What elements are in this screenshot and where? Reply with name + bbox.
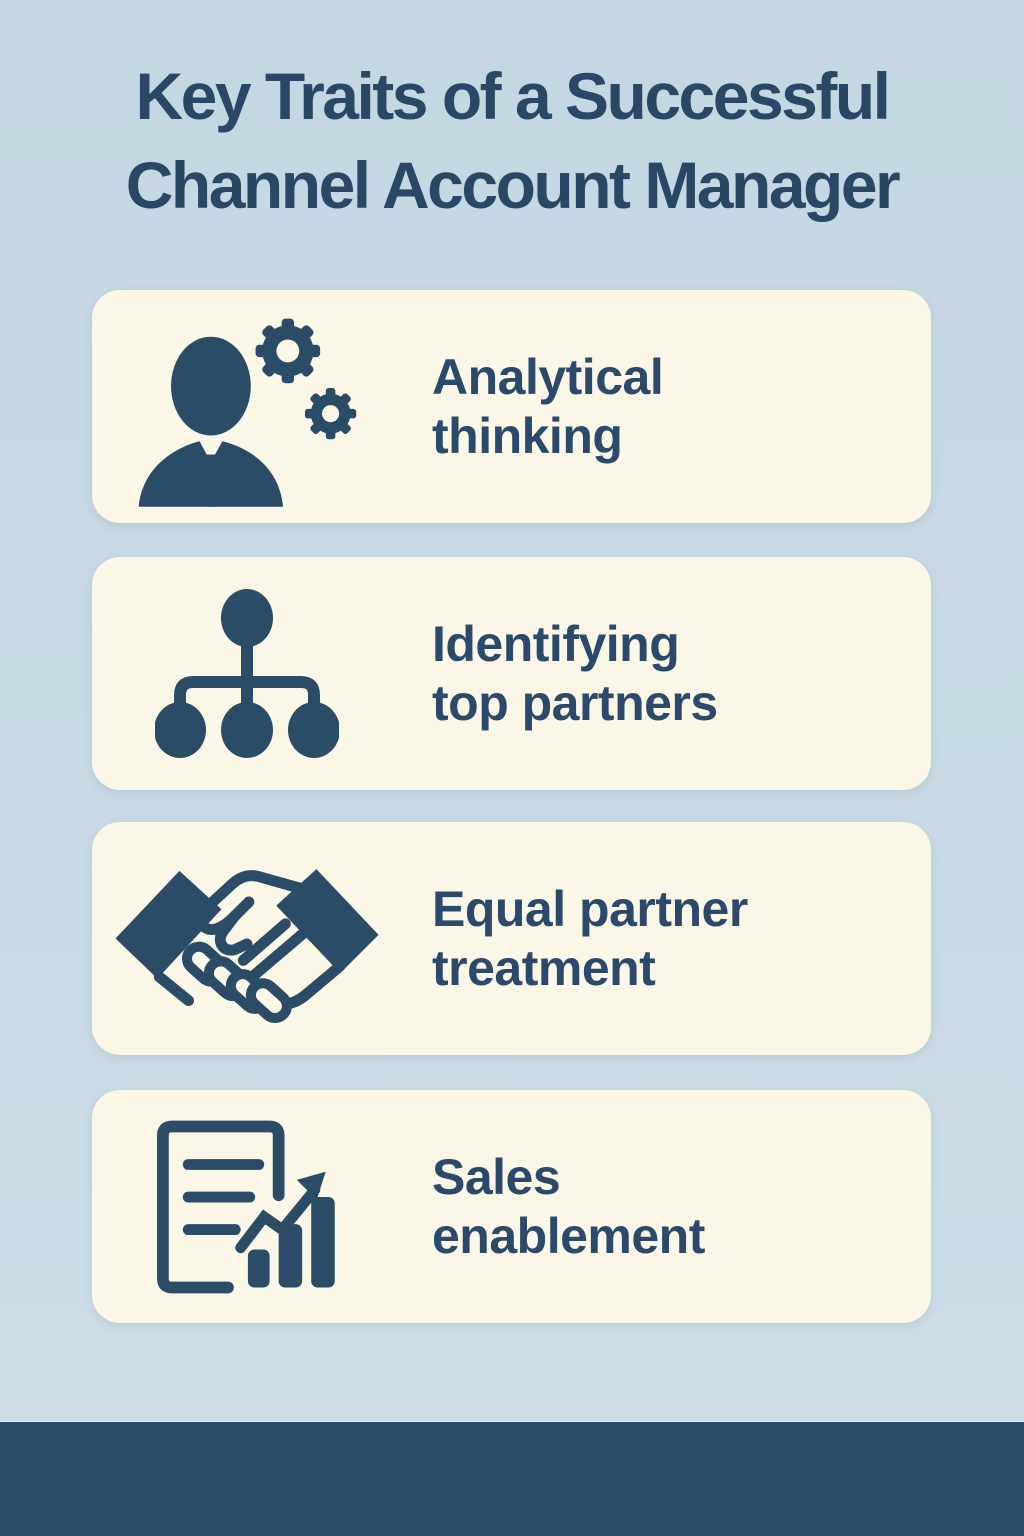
sales-report-icon <box>157 1120 335 1293</box>
card-label-line-2: top partners <box>432 674 718 731</box>
person-gears-icon <box>138 318 357 507</box>
card-label-line-2: thinking <box>432 407 623 464</box>
card-icon-area <box>92 557 402 790</box>
trait-card-sales-enablement: Sales enablement <box>92 1090 931 1323</box>
page-title-line-2: Channel Account Manager <box>125 148 901 222</box>
footer-band <box>0 1422 1024 1536</box>
card-label-line-1: Identifying <box>432 615 680 672</box>
card-icon-area <box>92 290 402 523</box>
card-label-line-2: enablement <box>432 1207 705 1264</box>
card-label: Identifying top partners <box>432 615 718 733</box>
handshake-icon <box>115 869 379 1024</box>
card-icon-area <box>92 822 402 1055</box>
trait-card-analytical-thinking: Analytical thinking <box>92 290 931 523</box>
card-label-line-1: Equal partner <box>432 880 748 937</box>
card-icon-area <box>92 1090 402 1323</box>
trait-card-identifying-top-partners: Identifying top partners <box>92 557 931 790</box>
hierarchy-icon <box>155 588 339 758</box>
trait-card-equal-partner-treatment: Equal partner treatment <box>92 822 931 1055</box>
page-title-line-1: Key Traits of a Successful <box>135 59 891 133</box>
card-label-line-2: treatment <box>432 939 656 996</box>
card-label: Sales enablement <box>432 1148 705 1266</box>
card-label-line-1: Sales <box>432 1148 561 1205</box>
card-label: Analytical thinking <box>432 348 664 466</box>
card-label: Equal partner treatment <box>432 880 748 998</box>
page-title: Key Traits of a Successful Channel Accou… <box>0 52 1024 230</box>
card-label-line-1: Analytical <box>432 348 664 405</box>
